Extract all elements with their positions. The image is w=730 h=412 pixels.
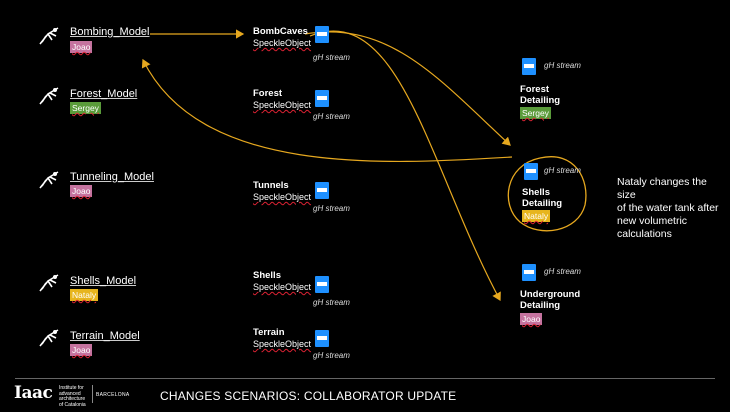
arrow-bombcaves-to-forest-detailing — [304, 31, 511, 146]
grasshopper-icon — [39, 87, 59, 105]
detail-name: Underground — [520, 289, 581, 300]
object-name: Shells — [253, 270, 281, 281]
detail-name: Detailing — [522, 198, 563, 209]
model-name: Forest_Model — [70, 88, 138, 100]
detail-name: Shells — [522, 187, 550, 198]
object-name: Terrain — [253, 327, 285, 338]
user-badge: Joao — [520, 313, 543, 325]
speckle-stream-icon — [315, 276, 329, 293]
footer-separator — [92, 385, 93, 403]
grasshopper-icon — [39, 27, 59, 45]
highlight-circle — [507, 156, 587, 232]
model-name: Tunneling_Model — [70, 171, 154, 183]
user-badge: Sergey — [70, 102, 101, 114]
speckle-stream-icon — [315, 90, 329, 107]
model-name: Terrain_Model — [70, 330, 140, 342]
grasshopper-icon — [39, 329, 59, 347]
note-line: calculations — [617, 228, 672, 240]
user-badge: Joao — [70, 41, 93, 53]
stream-label: gH stream — [313, 53, 350, 62]
speckle-stream-icon — [315, 182, 329, 199]
object-name: Forest — [253, 88, 283, 99]
model-name: Bombing_Model — [70, 26, 150, 38]
user-badge: Nataly — [70, 289, 99, 301]
institute-line: of Catalonia — [59, 401, 86, 408]
detail-name: Detailing — [520, 300, 561, 311]
object-type: SpeckleObject — [253, 192, 312, 202]
speckle-stream-icon — [315, 330, 329, 347]
note-line: Nataly changes the size — [617, 176, 707, 201]
object-name: BombCaves — [253, 26, 308, 37]
detail-name: Forest — [520, 84, 550, 95]
speckle-stream-icon — [315, 26, 329, 43]
city-label: BARCELONA — [96, 392, 130, 398]
speckle-stream-icon — [522, 58, 536, 75]
institute-line: Institute for — [59, 385, 84, 391]
footer-divider — [15, 378, 715, 379]
user-badge: Nataly — [522, 210, 551, 222]
grasshopper-icon — [39, 274, 59, 292]
arrow-bombcaves-to-underground-detailing — [309, 30, 501, 302]
stream-label: gH stream — [313, 351, 350, 360]
institute-text: Institute for advanced architecture of C… — [59, 385, 86, 408]
note-line: of the water tank after — [617, 202, 719, 214]
stream-label: gH stream — [313, 112, 350, 121]
slide-title: CHANGES SCENARIOS: COLLABORATOR UPDATE — [160, 389, 457, 403]
note-line: new volumetric — [617, 215, 688, 227]
stream-label: gH stream — [313, 204, 350, 213]
iaac-logo: Iaac — [14, 383, 53, 403]
arrow-shells-detailing-to-forest-model — [141, 58, 513, 162]
institute-line: architecture — [59, 396, 86, 402]
user-badge: Joao — [70, 344, 93, 356]
user-badge: Joao — [70, 185, 93, 197]
stream-label: gH stream — [313, 298, 350, 307]
user-badge: Sergey — [520, 107, 551, 119]
model-name: Shells_Model — [70, 275, 137, 287]
object-name: Tunnels — [253, 180, 289, 191]
speckle-stream-icon — [522, 264, 536, 281]
object-type: SpeckleObject — [253, 100, 312, 110]
detail-name: Detailing — [520, 95, 561, 106]
grasshopper-icon — [39, 171, 59, 189]
stream-label: gH stream — [544, 267, 581, 276]
object-type: SpeckleObject — [253, 282, 312, 292]
institute-line: advanced — [59, 390, 81, 397]
change-note: Nataly changes the size of the water tan… — [617, 176, 727, 241]
stream-label: gH stream — [544, 166, 581, 175]
object-type: SpeckleObject — [253, 339, 312, 349]
stream-label: gH stream — [544, 61, 581, 70]
speckle-stream-icon — [524, 163, 538, 180]
object-type: SpeckleObject — [253, 38, 312, 48]
